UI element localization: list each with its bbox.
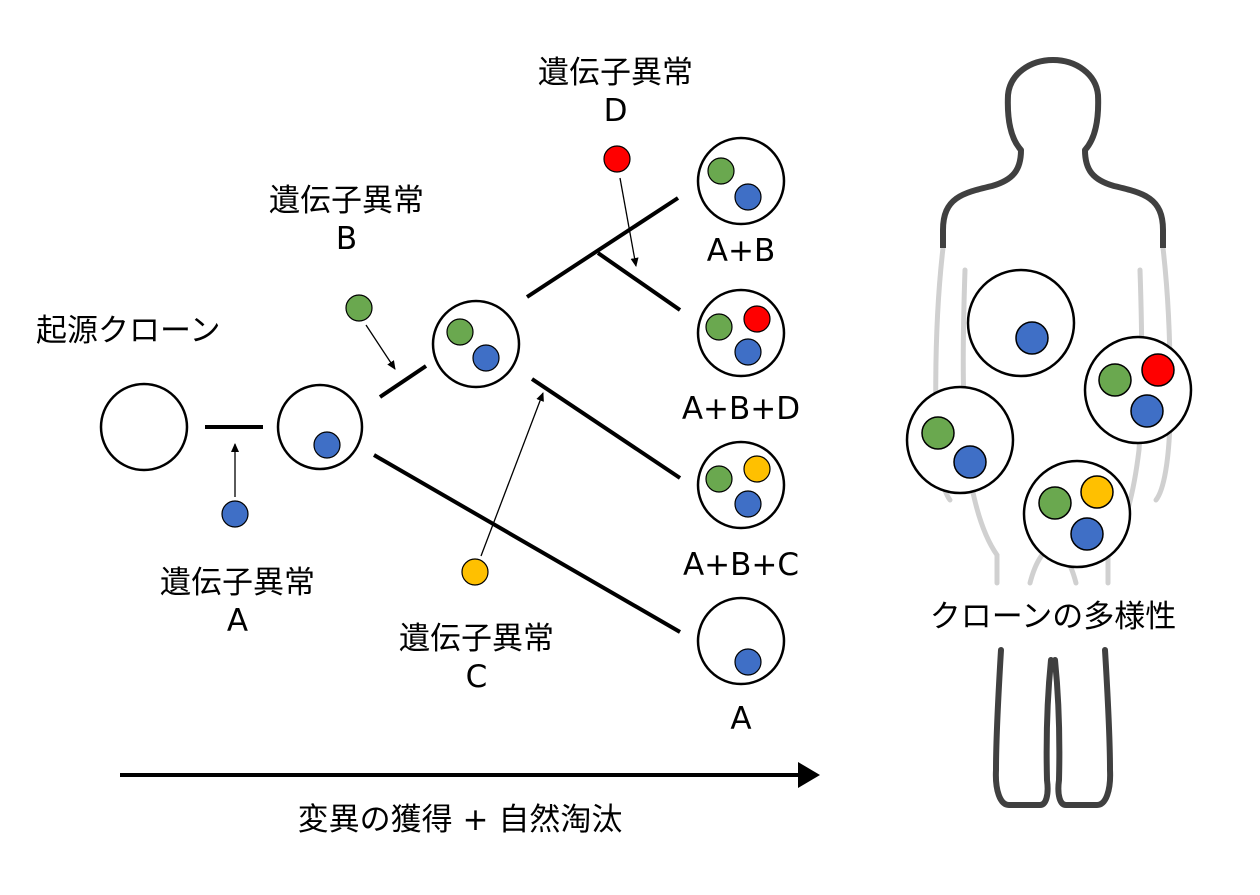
mutation-a-dot (221, 500, 249, 528)
branch-a-to-ab (378, 364, 428, 399)
clone-a-label: A (730, 701, 752, 737)
branch-split-to-abd (596, 251, 682, 312)
clone-ab-label: A+B (706, 233, 776, 269)
mutation-c-label: 遺伝子異常 C (389, 620, 564, 696)
body-clone-a (966, 268, 1076, 378)
mutation-d-dot (603, 145, 631, 173)
body-clone-abd (1083, 335, 1193, 445)
body-head-shoulders (940, 57, 1166, 248)
time-axis-label: 変異の獲得 + 自然淘汰 (297, 802, 623, 838)
origin-clone-cell (99, 382, 189, 472)
branch-ab-to-ab (525, 196, 680, 299)
clone-abd-cell (696, 288, 786, 378)
clone-a-cell (696, 596, 786, 686)
clone-ab-cell (696, 136, 786, 226)
mutation-c-label-line2: C (465, 659, 488, 695)
clone-abc-cell (696, 440, 786, 530)
mutation-b-label: 遺伝子異常 B (259, 182, 434, 258)
origin-clone-label: 起源クローン (36, 313, 221, 349)
branch-ab-to-abc (530, 377, 682, 480)
clone-abc-label: A+B+C (682, 547, 800, 583)
arrow-mutation-b (365, 324, 396, 370)
arrow-mutation-c (480, 392, 544, 557)
mutation-a-label-line2: A (226, 603, 249, 639)
mutation-a-label: 遺伝子異常 A (150, 564, 325, 640)
mutation-d-label-line1: 遺伝子異常 (538, 55, 693, 91)
mutation-arrows (231, 177, 639, 557)
clone-ab-cell-stage2 (431, 299, 521, 389)
mutation-c-dot (461, 558, 489, 586)
body-legs (992, 647, 1114, 808)
clone-abd-label: A+B+D (681, 391, 801, 427)
body-clone-ab (905, 385, 1015, 495)
mutation-c-label-line1: 遺伝子異常 (399, 621, 554, 657)
branch-a-to-a (372, 453, 682, 634)
arrow-mutation-d (619, 177, 639, 267)
mutation-a-label-line1: 遺伝子異常 (160, 565, 315, 601)
tree-branches (205, 196, 682, 634)
mutation-b-label-line2: B (335, 221, 358, 257)
body-clone-abc (1022, 459, 1132, 569)
mutation-b-label-line1: 遺伝子異常 (269, 183, 424, 219)
time-axis-arrow (120, 762, 820, 788)
clonal-diversity-label: クローンの多様性 (908, 598, 1198, 636)
mutation-d-label-line2: D (603, 93, 628, 129)
mutation-b-dot (345, 294, 373, 322)
clone-a-cell-stage1 (276, 383, 364, 471)
mutation-d-label: 遺伝子異常 D (528, 54, 703, 130)
